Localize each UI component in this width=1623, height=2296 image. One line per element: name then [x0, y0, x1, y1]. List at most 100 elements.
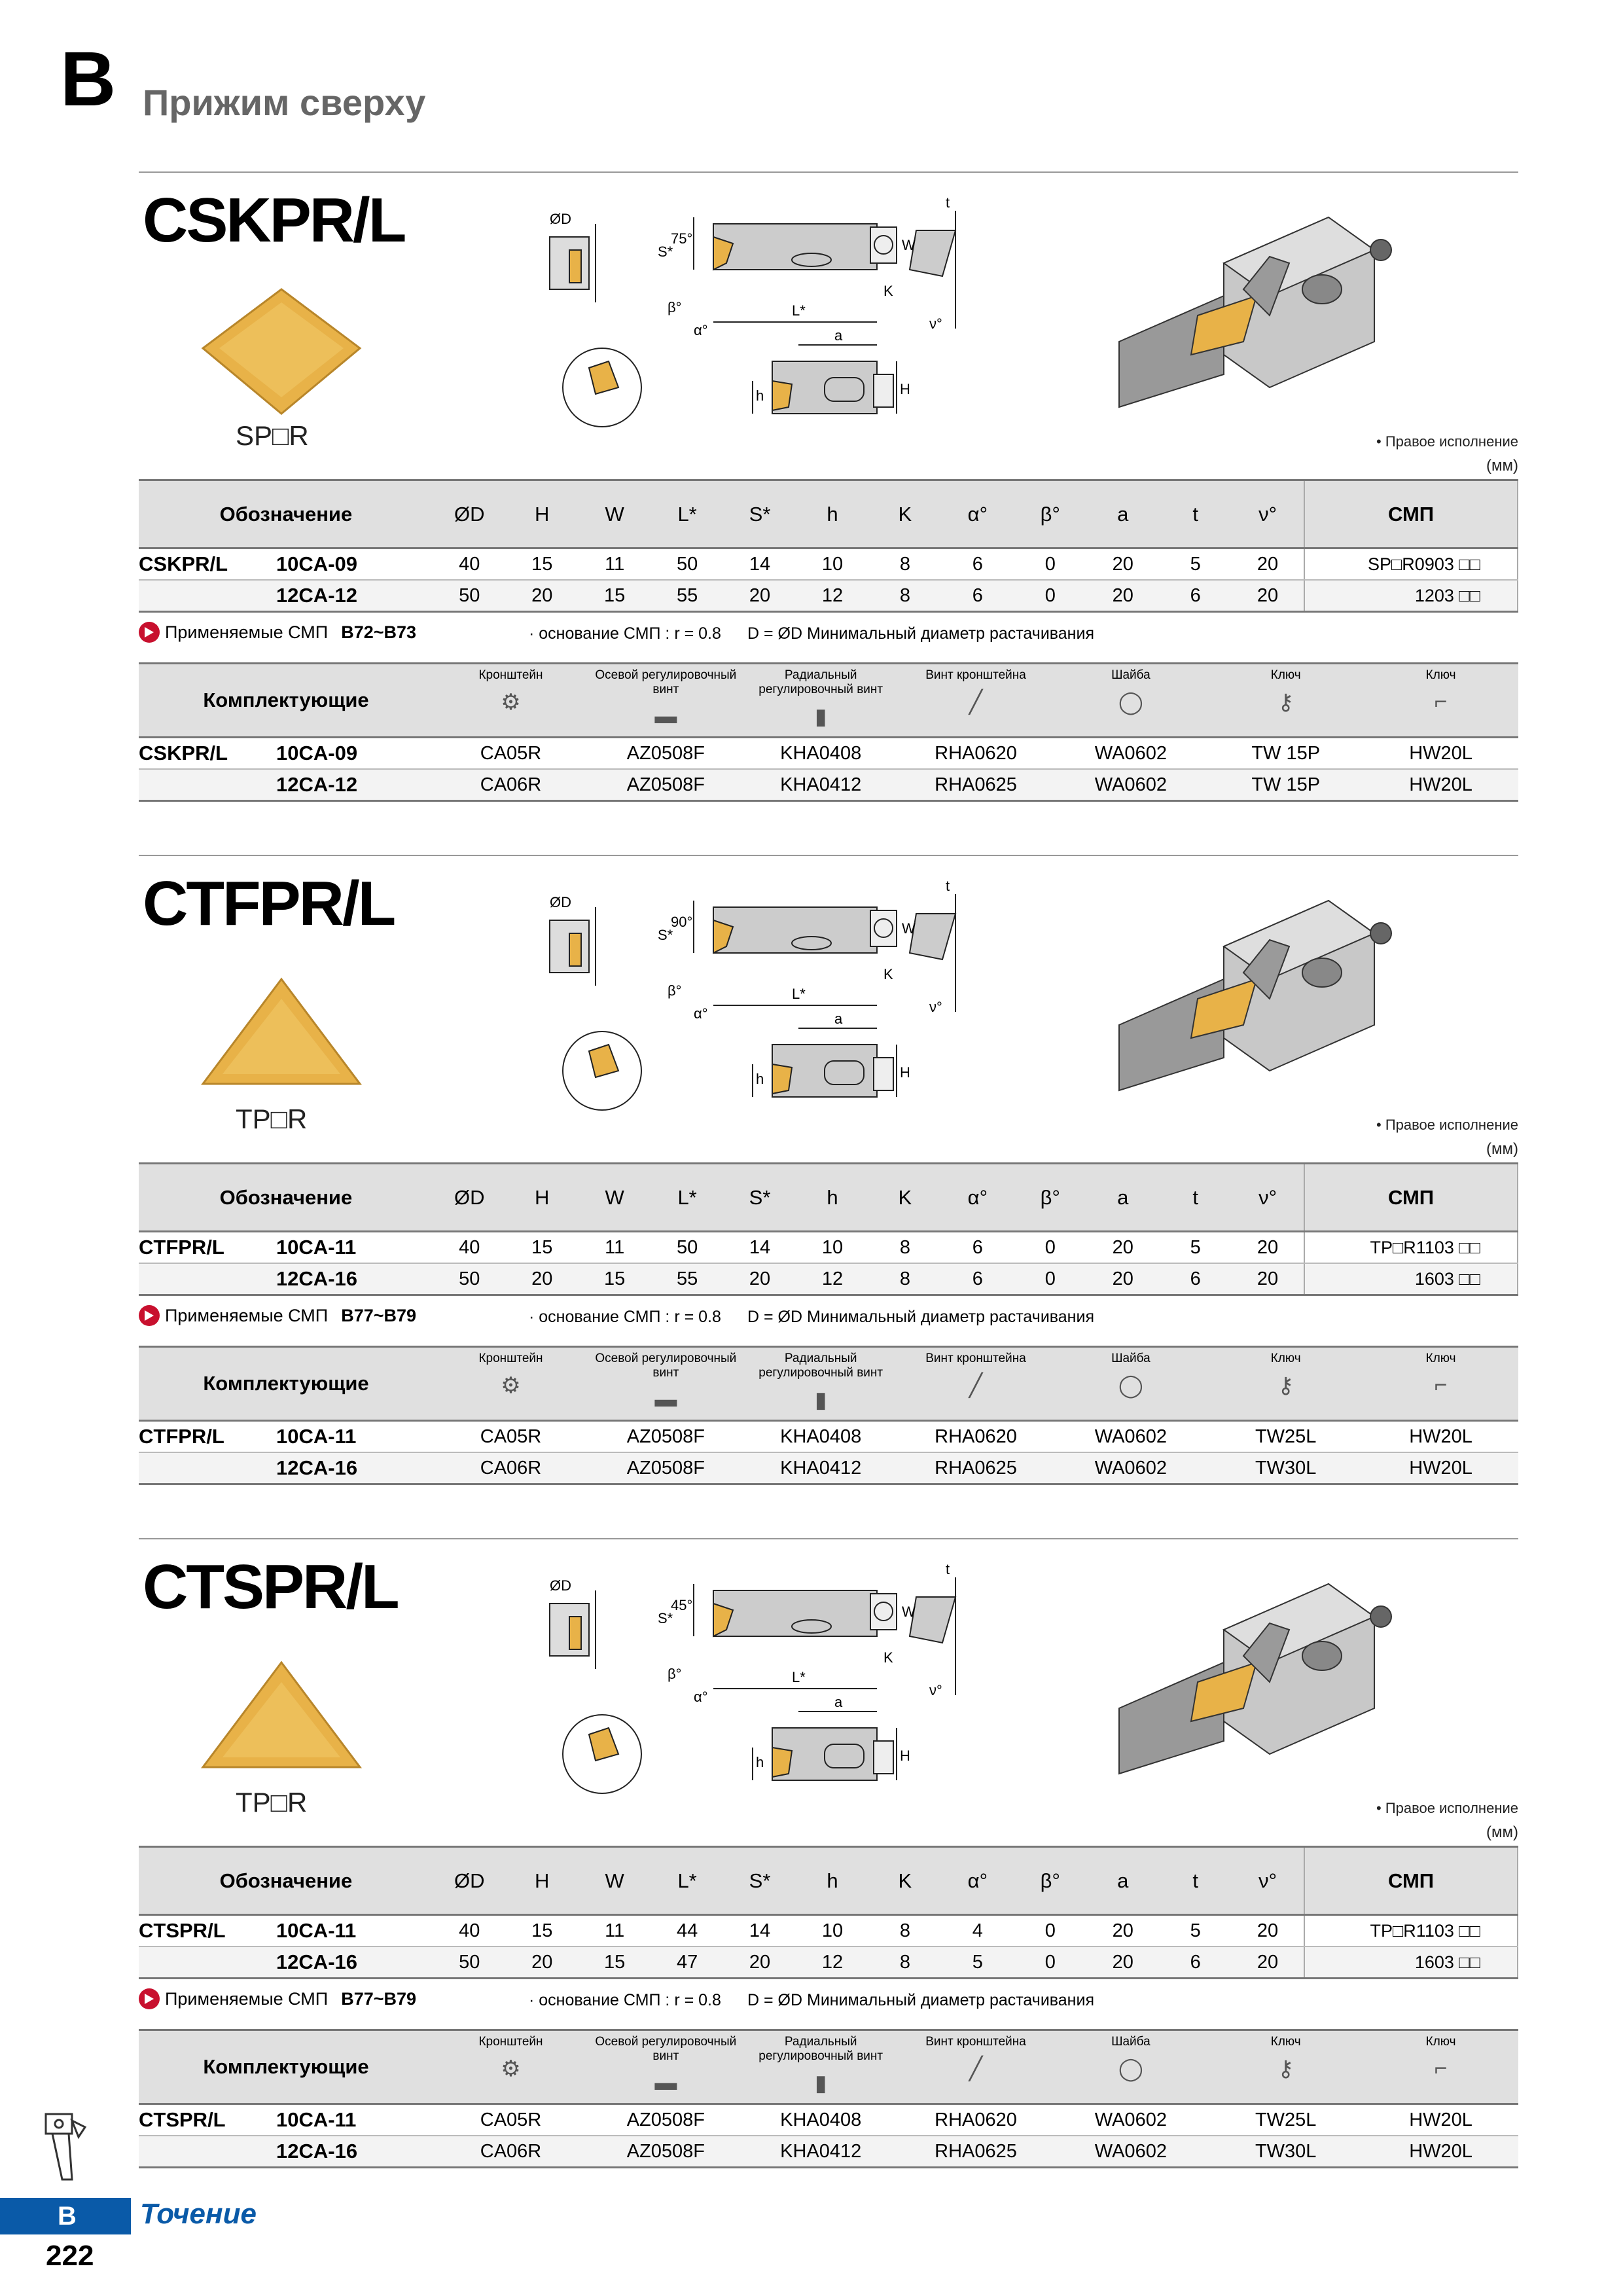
table-header: Комплектующие Кронштейн⚙Осевой регулиров… [139, 2030, 1518, 2104]
label-od: ØD [550, 211, 571, 227]
dim-value: 0 [1014, 548, 1087, 581]
model-cell [139, 1452, 277, 1485]
smp-cell: SP□R0903 □□ [1304, 548, 1518, 581]
model-cell: CSKPR/L [139, 737, 277, 770]
unit-note: (мм) [1486, 1140, 1518, 1158]
label-beta: β° [668, 982, 681, 999]
part-value: CA06R [433, 769, 588, 802]
label-a: a [834, 1011, 843, 1027]
part-value: TW30L [1208, 1452, 1364, 1485]
model-cell: CSKPR/L [139, 548, 276, 581]
part-icon: ⚷ [1277, 690, 1294, 715]
dim-header: α° [967, 1869, 988, 1892]
label-h: h [756, 387, 764, 404]
applicable-inserts-link[interactable]: Применяемые СМП B77~B79 [139, 1988, 416, 2009]
code-cell: 12CA-16 [276, 1263, 433, 1296]
label-angle: 45° [671, 1597, 692, 1613]
insert-code: TP□R [236, 1103, 308, 1134]
components-header: Комплектующие [203, 1372, 369, 1395]
dim-value: 55 [651, 1263, 724, 1296]
model-cell [139, 1263, 276, 1296]
part-value: CA05R [433, 737, 588, 770]
kit-header: Осевой регулировочный винт▬ [588, 2030, 743, 2104]
dim-value: 20 [1086, 580, 1160, 613]
smp-cell: TP□R1103 □□ [1304, 1914, 1518, 1947]
part-value: TW30L [1208, 2136, 1364, 2168]
dim-value: 0 [1014, 1263, 1087, 1296]
dimension-drawing: ØD S* L* a W K t h H β° α° ν° 90° [549, 878, 957, 1111]
dim-value: 20 [1232, 580, 1305, 613]
dim-value: 6 [1159, 1946, 1232, 1979]
part-icon: ⚷ [1277, 2056, 1294, 2081]
model-cell: CTFPR/L [139, 1231, 276, 1264]
label-w: W [902, 237, 916, 253]
kit-header: Ключ⌐ [1363, 2030, 1518, 2104]
part-icon: ⚙ [501, 1373, 521, 1398]
label-w: W [902, 920, 916, 937]
code-cell: 12CA-16 [276, 2136, 434, 2168]
dim-header: S* [749, 1869, 771, 1892]
dim-header: K [898, 502, 912, 526]
dimension-diagram: ØD S* L* a W K t h H β° α° ν° 90° [537, 878, 969, 1143]
part-icon: ▬ [654, 704, 677, 728]
dim-value: 8 [868, 1914, 942, 1947]
dim-header: h [827, 1185, 838, 1209]
arrow-right-icon [139, 1305, 160, 1326]
label-l: L* [792, 986, 806, 1002]
label-a: a [834, 327, 843, 344]
model-cell [139, 769, 277, 802]
label-k: K [883, 1649, 893, 1666]
dim-header: ØD [454, 1185, 485, 1209]
dim-value: 20 [1232, 1263, 1305, 1296]
label-t: t [946, 881, 950, 894]
dim-header: a [1117, 1869, 1129, 1892]
dim-value: 20 [505, 1946, 579, 1979]
kit-header: Ключ⚷ [1208, 2030, 1363, 2104]
insert-image [196, 1649, 366, 1793]
dim-header: H [535, 1185, 550, 1209]
part-value: HW20L [1363, 1452, 1518, 1485]
dim-value: 20 [723, 1946, 796, 1979]
part-value: WA0602 [1053, 1452, 1209, 1485]
model-title: CTFPR/L [143, 869, 396, 939]
dim-value: 50 [433, 1263, 506, 1296]
part-value: KHA0412 [743, 769, 899, 802]
footer-title: Точение [140, 2198, 257, 2230]
label-od: ØD [550, 894, 571, 910]
label-H: H [900, 1748, 910, 1764]
applicable-inserts-link[interactable]: Применяемые СМП B77~B79 [139, 1305, 416, 1326]
kit-header: Радиальный регулировочный винт▮ [743, 2030, 899, 2104]
code-cell: 10CA-11 [276, 1914, 433, 1947]
kit-header: Радиальный регулировочный винт▮ [743, 664, 899, 738]
dim-header: β° [1040, 1185, 1060, 1209]
model-cell [139, 1946, 276, 1979]
dim-value: 8 [868, 548, 942, 581]
label-alpha: α° [694, 1689, 708, 1705]
dim-value: 11 [578, 548, 651, 581]
part-icon: ╱ [969, 1373, 983, 1398]
dim-header: S* [749, 502, 771, 526]
dim-value: 5 [1159, 1231, 1232, 1264]
toolholder-illustration [1113, 894, 1400, 1103]
dim-value: 8 [868, 1263, 942, 1296]
smp-cell: TP□R1103 □□ [1304, 1231, 1518, 1264]
smp-header: СМП [1304, 1846, 1518, 1915]
kit-header: Ключ⚷ [1208, 664, 1363, 738]
section-divider [139, 855, 1518, 856]
dim-header: K [898, 1869, 912, 1892]
applicable-inserts-link[interactable]: Применяемые СМП B72~B73 [139, 622, 416, 643]
dim-value: 4 [941, 1914, 1014, 1947]
label-nu: ν° [929, 315, 942, 332]
part-value: RHA0625 [898, 2136, 1054, 2168]
kit-header: Радиальный регулировочный винт▮ [743, 1347, 899, 1421]
kit-header: Осевой регулировочный винт▬ [588, 664, 743, 738]
